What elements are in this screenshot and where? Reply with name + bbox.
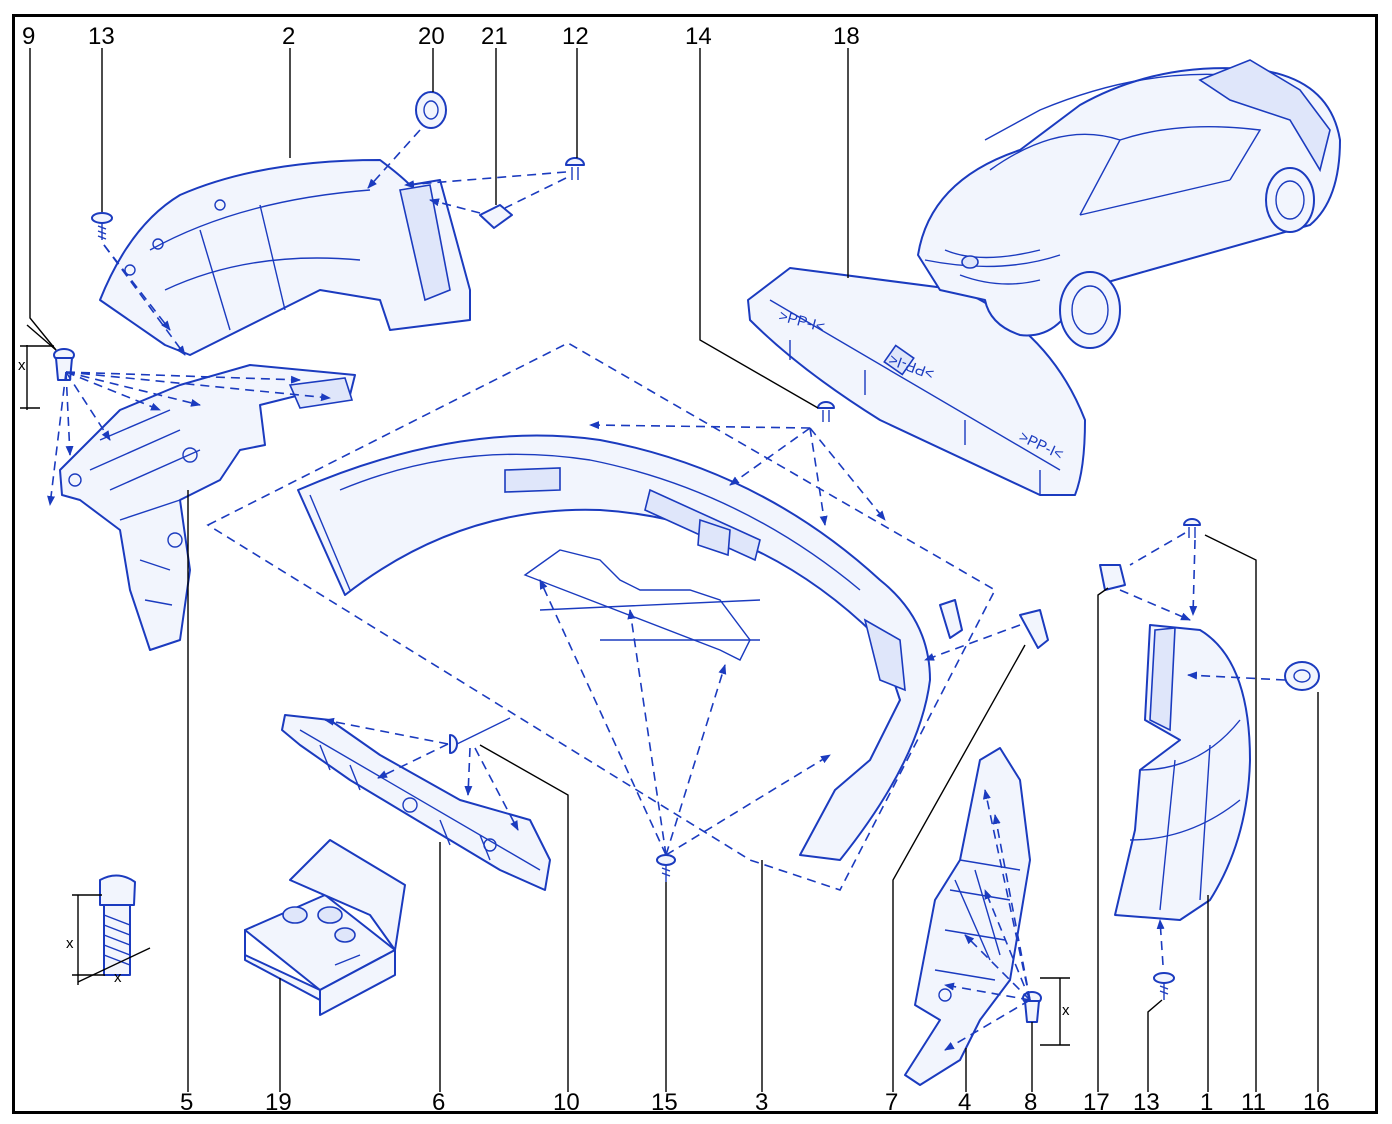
leader-lines (29, 48, 1319, 1092)
arrows-part-5 (47, 371, 331, 506)
part-7-small-bracket (924, 599, 1049, 661)
part-21-clip (479, 204, 513, 229)
part-5-left-bracket (59, 364, 356, 651)
callout-10: 10 (553, 1089, 580, 1116)
dimension-x-label-8: x (1062, 1002, 1070, 1019)
callout-15: 15 (651, 1089, 678, 1116)
arrows-part-1 (1119, 532, 1286, 966)
part-6-bracket (281, 714, 551, 891)
callout-3: 3 (755, 1089, 768, 1116)
part-14-rivet (817, 401, 835, 422)
callout-13-bottom: 13 (1133, 1089, 1160, 1116)
callout-6: 6 (432, 1089, 445, 1116)
callout-1: 1 (1200, 1089, 1213, 1116)
diagram-frame (12, 14, 1378, 1114)
part-19-fastener-box (244, 839, 406, 1016)
part-12-rivet (565, 157, 585, 180)
callout-7: 7 (885, 1089, 898, 1116)
callout-numbers: 9 13 2 20 21 12 14 18 5 19 6 10 15 3 7 4… (22, 23, 1330, 1116)
callout-8: 8 (1024, 1089, 1037, 1116)
callout-9: 9 (22, 23, 35, 50)
part-3-rear-bumper (206, 342, 997, 891)
part-20-seal-ring (415, 91, 447, 129)
callout-18: 18 (833, 23, 860, 50)
callout-2: 2 (282, 23, 295, 50)
part-13-screw-right (1153, 972, 1175, 1000)
part-15-screw (656, 854, 676, 882)
part-9-clip (20, 324, 75, 410)
part-17-clip (1099, 564, 1126, 591)
part-10-rivet (449, 717, 511, 754)
part-1-right-wheel-arch-liner (1114, 624, 1251, 921)
dimension-x-label-bolt-2: x (114, 969, 122, 986)
arrows-part-6 (324, 717, 519, 831)
callout-16: 16 (1303, 1089, 1330, 1116)
dimension-x-label-9: x (18, 357, 26, 374)
part-4-right-bracket (904, 747, 1031, 1086)
part-13-screw-left (91, 212, 113, 240)
callout-5: 5 (180, 1089, 193, 1116)
callout-19: 19 (265, 1089, 292, 1116)
bolt-dimension-detail (72, 874, 151, 985)
part-16-seal-ring (1284, 661, 1320, 691)
callout-11: 11 (1241, 1089, 1266, 1116)
callout-13-top: 13 (88, 23, 115, 50)
arrows-part-3 (539, 421, 886, 856)
callout-17: 17 (1083, 1089, 1110, 1116)
callout-21: 21 (481, 23, 508, 50)
arrows-part-4 (944, 789, 1031, 1051)
part-2-left-wheel-arch-liner (99, 159, 471, 356)
arrows-part-2 (103, 129, 567, 356)
callout-4: 4 (958, 1089, 971, 1116)
callout-14: 14 (685, 23, 712, 50)
car-illustration (917, 59, 1341, 349)
callout-12: 12 (562, 23, 589, 50)
callout-20: 20 (418, 23, 445, 50)
part-11-rivet (1183, 518, 1201, 538)
dimension-x-label-bolt-1: x (66, 935, 74, 952)
